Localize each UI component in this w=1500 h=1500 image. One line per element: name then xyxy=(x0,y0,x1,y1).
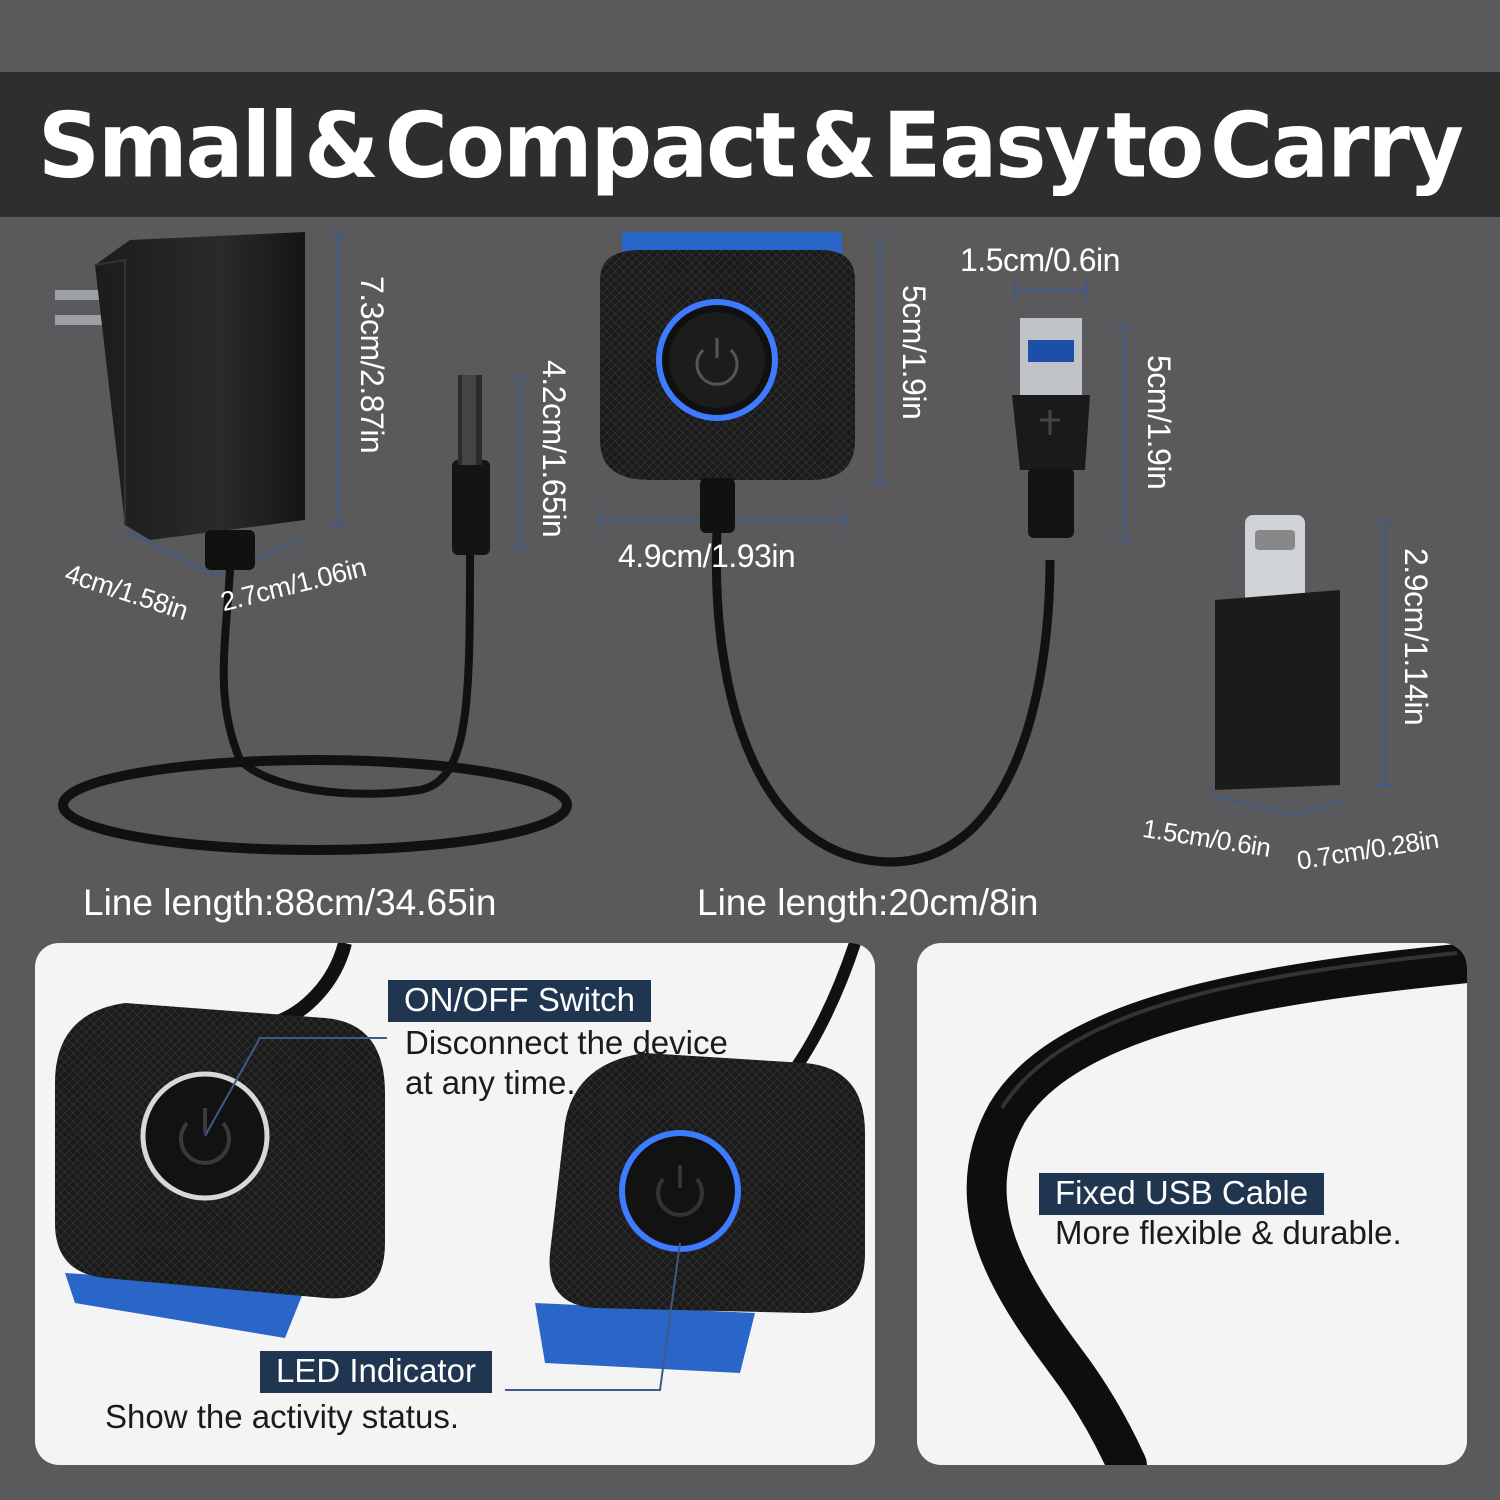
title-word: Easy xyxy=(882,93,1100,199)
title-word: & xyxy=(304,93,379,199)
product-illustration xyxy=(55,232,1393,867)
title-word: Carry xyxy=(1209,93,1464,199)
header-banner xyxy=(0,72,1500,217)
cable-desc: More flexible & durable. xyxy=(1055,1214,1402,1251)
led-desc: Show the activity status. xyxy=(105,1398,459,1435)
typec-height-label: 2.9cm/1.14in xyxy=(1398,548,1434,726)
usb-height-label: 5cm/1.9in xyxy=(1141,355,1177,490)
cable-closeup-illustration xyxy=(966,943,1467,1465)
usb-line-caption: Line length:20cm/8in xyxy=(697,882,1039,923)
switch-desc-line2: at any time. xyxy=(405,1064,576,1101)
sata-adapter xyxy=(600,232,1055,867)
led-tag: LED Indicator xyxy=(260,1351,492,1394)
sata-closeup-illustration xyxy=(55,943,865,1391)
switch-tag: ON/OFF Switch xyxy=(388,980,652,1023)
cable-tag: Fixed USB Cable xyxy=(1039,1173,1325,1216)
typec-adapter xyxy=(1215,515,1340,790)
title-word: Compact xyxy=(384,93,796,199)
power-adapter xyxy=(55,232,572,855)
cable-panel: Fixed USB Cable More flexible & durable. xyxy=(917,943,1467,1465)
header-title: Small & Compact & Easy to Carry xyxy=(0,83,1500,209)
power-line-caption: Line length:88cm/34.65in xyxy=(83,882,497,923)
sata-height-label: 5cm/1.9in xyxy=(896,285,932,420)
dc-plug-length-label: 4.2cm/1.65in xyxy=(536,360,572,538)
usb-width-label: 1.5cm/0.6in xyxy=(960,242,1120,278)
switch-led-panel: ON/OFF Switch Disconnect the device at a… xyxy=(35,943,875,1465)
title-word: Small xyxy=(38,93,299,199)
title-word: & xyxy=(801,93,877,199)
sata-width-label: 4.9cm/1.93in xyxy=(618,538,796,574)
title-word: to xyxy=(1106,93,1204,199)
adapter-height-label: 7.3cm/2.87in xyxy=(354,276,390,454)
usb-a-connector xyxy=(1012,318,1090,538)
switch-desc-line1: Disconnect the device xyxy=(405,1024,728,1061)
